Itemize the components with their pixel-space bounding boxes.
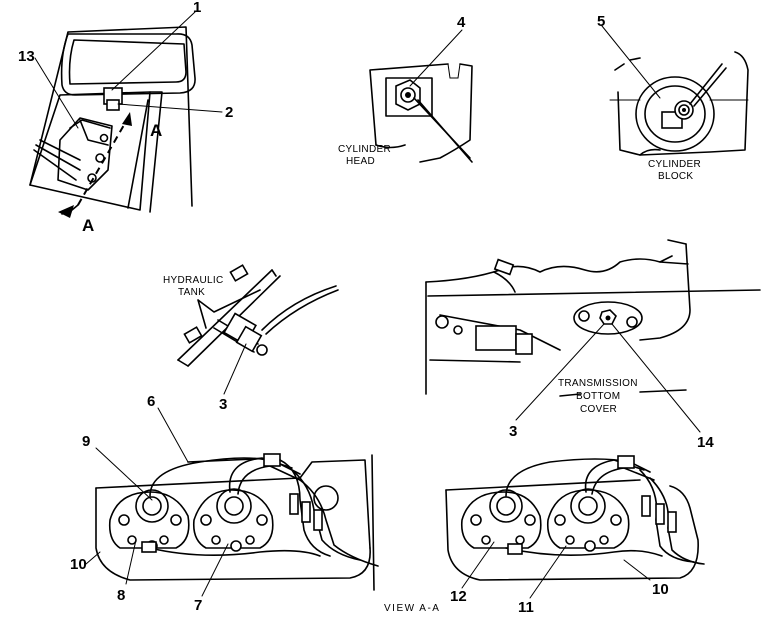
gauge-cluster-left <box>85 407 379 597</box>
callout-11: 11 <box>518 599 534 616</box>
cylinder-head-view <box>369 29 473 163</box>
callout-1: 1 <box>193 0 201 16</box>
label-cylinder-head-2: HEAD <box>346 156 375 167</box>
callout-10-left: 10 <box>70 556 87 573</box>
callout-2: 2 <box>225 104 233 121</box>
callout-7: 7 <box>194 597 202 614</box>
transmission-cover-view <box>425 239 761 433</box>
hydraulic-tank-view <box>177 264 339 395</box>
callout-14: 14 <box>697 434 714 451</box>
callout-12: 12 <box>450 588 467 605</box>
callout-13: 13 <box>18 48 35 65</box>
callout-3-transmission: 3 <box>509 423 517 440</box>
callout-3-hydraulic: 3 <box>219 396 227 413</box>
callout-4: 4 <box>457 14 466 31</box>
callout-10-right: 10 <box>652 581 669 598</box>
cylinder-block-view <box>601 25 749 156</box>
label-cylinder-block-2: BLOCK <box>658 171 693 182</box>
callout-5: 5 <box>597 13 605 30</box>
label-transmission-2: BOTTOM <box>576 391 620 402</box>
label-cylinder-block-1: CYLINDER <box>648 159 701 170</box>
gauge-cluster-right <box>445 455 705 599</box>
label-transmission-1: TRANSMISSION <box>558 378 638 389</box>
section-marker-a-upper: A <box>150 121 162 140</box>
section-marker-a-lower: A <box>82 216 94 235</box>
view-label: VIEW A-A <box>384 603 440 614</box>
label-cylinder-head-1: CYLINDER <box>338 144 391 155</box>
label-hydraulic-tank-1: HYDRAULIC <box>163 275 224 286</box>
callout-6: 6 <box>147 393 155 410</box>
callout-9: 9 <box>82 433 90 450</box>
label-transmission-3: COVER <box>580 404 617 415</box>
label-hydraulic-tank-2: TANK <box>178 287 205 298</box>
bracket-assembly-view <box>29 11 223 218</box>
callout-8: 8 <box>117 587 125 604</box>
